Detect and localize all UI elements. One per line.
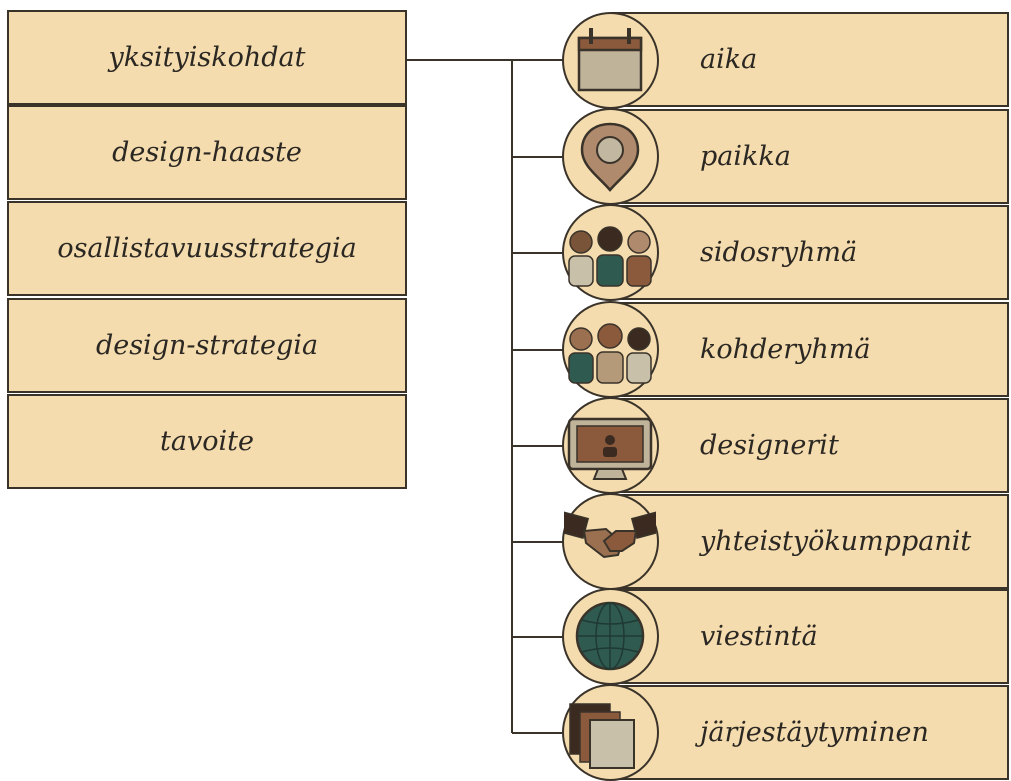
documents-icon [562, 684, 659, 781]
item-designerit: designerit [612, 398, 1009, 493]
item-label: viestintä [700, 621, 818, 652]
calendar-icon [562, 12, 659, 109]
item-aika: aika [612, 12, 1009, 107]
box-tavoite: tavoite [7, 394, 407, 489]
item-viestinta: viestintä [612, 589, 1009, 684]
item-label: designerit [700, 430, 839, 461]
item-label: yhteistyökumppanit [700, 526, 972, 557]
handshake-icon [562, 493, 659, 590]
box-label: yksityiskohdat [108, 42, 306, 73]
box-label: osallistavuusstrategia [57, 233, 357, 264]
target-group-icon [562, 301, 659, 398]
box-label: tavoite [160, 426, 254, 457]
item-label: kohderyhmä [700, 334, 871, 365]
item-kohderyhma: kohderyhmä [612, 302, 1009, 397]
item-paikka: paikka [612, 109, 1009, 204]
location-pin-icon [562, 108, 659, 205]
item-sidosryhma: sidosryhmä [612, 205, 1009, 300]
stakeholder-group-icon [562, 204, 659, 301]
item-yhteistyokumppanit: yhteistyökumppanit [612, 494, 1009, 589]
box-yksityiskohdat: yksityiskohdat [7, 10, 407, 105]
box-label: design-strategia [95, 330, 319, 361]
box-design-haaste: design-haaste [7, 105, 407, 200]
item-label: aika [700, 44, 758, 75]
item-label: sidosryhmä [700, 237, 858, 268]
monitor-person-icon [562, 397, 659, 494]
item-label: paikka [700, 141, 791, 172]
box-osallistavuusstrategia: osallistavuusstrategia [7, 201, 407, 296]
box-design-strategia: design-strategia [7, 298, 407, 393]
item-label: järjestäytyminen [700, 717, 929, 748]
box-label: design-haaste [112, 137, 302, 168]
item-jarjestaytyminen: järjestäytyminen [612, 685, 1009, 780]
globe-icon [562, 588, 659, 685]
